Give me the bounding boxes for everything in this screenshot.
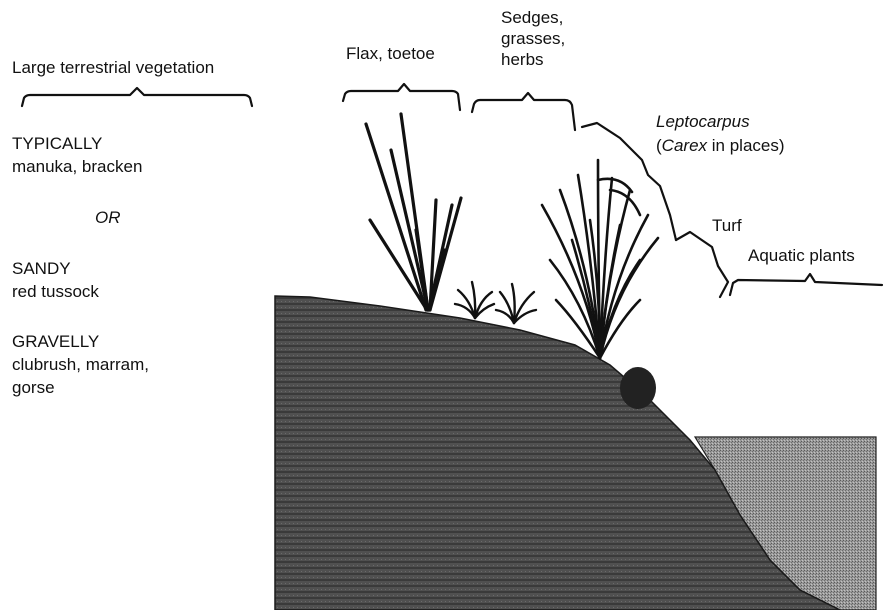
leptocarpus-brace <box>582 123 676 240</box>
large-vegetation-brace <box>22 88 252 106</box>
flax-plant <box>366 114 461 310</box>
flax-brace <box>343 84 460 110</box>
aquatic-brace <box>730 274 882 295</box>
herb-plants <box>455 282 536 323</box>
sedge-clump <box>542 160 658 358</box>
rock <box>620 367 656 409</box>
sedges-brace <box>472 93 575 130</box>
turf-brace <box>676 232 728 297</box>
